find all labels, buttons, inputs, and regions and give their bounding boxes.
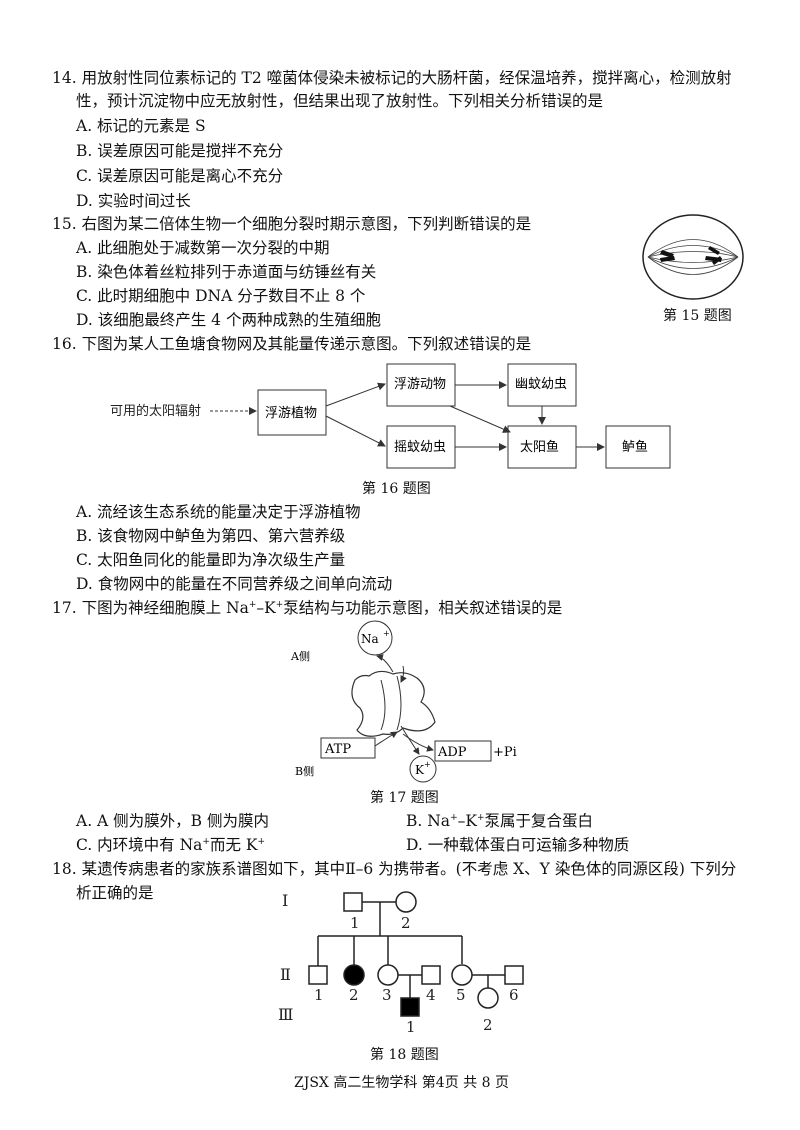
q14-stem-line1: 14. 用放射性同位素标记的 T2 噬菌体侵染未被标记的大肠杆菌，经保温培养，搅… <box>52 69 732 87</box>
q14-option-d: D. 实验时间过长 <box>76 192 191 210</box>
q14-stem-line2: 性，预计沉淀物中应无放射性，但结果出现了放射性。下列相关分析错误的是 <box>76 92 604 110</box>
node-zooplankton: 浮游动物 <box>394 377 446 392</box>
q16-option-b: B. 该食物网中鲈鱼为第四、第六营养级 <box>76 527 346 545</box>
pi-label: +Pi <box>493 745 517 760</box>
label-ii4: 4 <box>426 986 436 1004</box>
na-k-pump-diagram: A侧 B侧 Na+ K+ ATP ADP +Pi <box>290 620 517 783</box>
node-plant: 浮游植物 <box>265 406 317 421</box>
pedigree-chart: Ⅰ Ⅱ Ⅲ 1 2 1 2 3 4 5 6 1 2 <box>278 891 524 1036</box>
q18-stem-line2: 析正确的是 <box>76 884 154 902</box>
generation-ii: Ⅱ <box>280 965 291 984</box>
label-iii2: 2 <box>483 1016 493 1034</box>
q15-option-d: D. 该细胞最终产生 4 个两种成熟的生殖细胞 <box>76 311 381 329</box>
q15-option-c: C. 此时期细胞中 DNA 分子数目不止 8 个 <box>76 287 366 305</box>
side-b-label: B侧 <box>295 765 314 778</box>
generation-i: Ⅰ <box>282 891 288 910</box>
q15-option-b: B. 染色体着丝粒排列于赤道面与纺锤丝有关 <box>76 263 377 281</box>
q14-option-a: A. 标记的元素是 S <box>76 117 206 135</box>
q17-option-d: D. 一种载体蛋白可运输多种物质 <box>406 836 630 854</box>
label-iii1: 1 <box>406 1018 416 1036</box>
svg-text:+: + <box>424 760 431 769</box>
node-mosquito-larva: 摇蚊幼虫 <box>394 440 446 455</box>
q17-caption: 第 17 题图 <box>370 790 439 806</box>
k-ion-label: K <box>415 763 425 777</box>
label-ii3: 3 <box>382 986 392 1004</box>
label-ii1: 1 <box>314 986 324 1004</box>
q18-stem-line1: 18. 某遗传病患者的家族系谱图如下，其中Ⅱ–6 为携带者。(不考虑 X、Y 染… <box>52 860 737 878</box>
q16-stem: 16. 下图为某人工鱼塘食物网及其能量传递示意图。下列叙述错误的是 <box>52 335 532 353</box>
q18-caption: 第 18 题图 <box>370 1047 439 1063</box>
na-ion-label: Na <box>361 632 379 646</box>
q15-stem: 15. 右图为某二倍体生物一个细胞分裂时期示意图，下列判断错误的是 <box>52 215 532 233</box>
q17-option-b: B. Na+–K+泵属于复合蛋白 <box>406 812 594 830</box>
q17-option-a: A. A 侧为膜外，B 侧为膜内 <box>76 812 269 830</box>
atp-label: ATP <box>324 742 351 757</box>
food-web-diagram: 可用的太阳辐射 浮游植物 浮游动物 摇蚊幼虫 幽蚊幼虫 太阳鱼 鲈鱼 <box>110 363 671 469</box>
q15-caption: 第 15 题图 <box>663 308 732 324</box>
generation-iii: Ⅲ <box>278 1005 293 1024</box>
label-ii5: 5 <box>456 986 466 1004</box>
label-i2: 2 <box>401 914 411 932</box>
node-damselfly-larva: 幽蚊幼虫 <box>515 377 567 392</box>
adp-label: ADP <box>437 745 467 760</box>
q17-option-c: C. 内环境中有 Na+而无 K+ <box>76 836 266 854</box>
cell-division-figure <box>642 214 744 300</box>
q17-stem: 17. 下图为神经细胞膜上 Na+–K+泵结构与功能示意图，相关叙述错误的是 <box>52 599 563 617</box>
q15-option-a: A. 此细胞处于减数第一次分裂的中期 <box>76 239 330 257</box>
label-i1: 1 <box>350 914 360 932</box>
q16-caption: 第 16 题图 <box>362 481 431 497</box>
node-sun: 可用的太阳辐射 <box>110 403 201 419</box>
node-bass: 鲈鱼 <box>622 439 648 455</box>
q14-option-b: B. 误差原因可能是搅拌不充分 <box>76 142 284 160</box>
label-ii2: 2 <box>349 986 359 1004</box>
label-ii6: 6 <box>509 986 519 1004</box>
q16-option-a: A. 流经该生态系统的能量决定于浮游植物 <box>76 503 361 521</box>
svg-text:+: + <box>383 629 390 638</box>
q14-option-c: C. 误差原因可能是离心不充分 <box>76 167 284 185</box>
q16-option-c: C. 太阳鱼同化的能量即为净次级生产量 <box>76 551 346 569</box>
side-a-label: A侧 <box>290 650 310 663</box>
node-sunfish: 太阳鱼 <box>520 439 559 455</box>
q16-option-d: D. 食物网中的能量在不同营养级之间单向流动 <box>76 575 393 593</box>
page-footer: ZJSX 高二生物学科 第4页 共 8 页 <box>294 1075 509 1091</box>
